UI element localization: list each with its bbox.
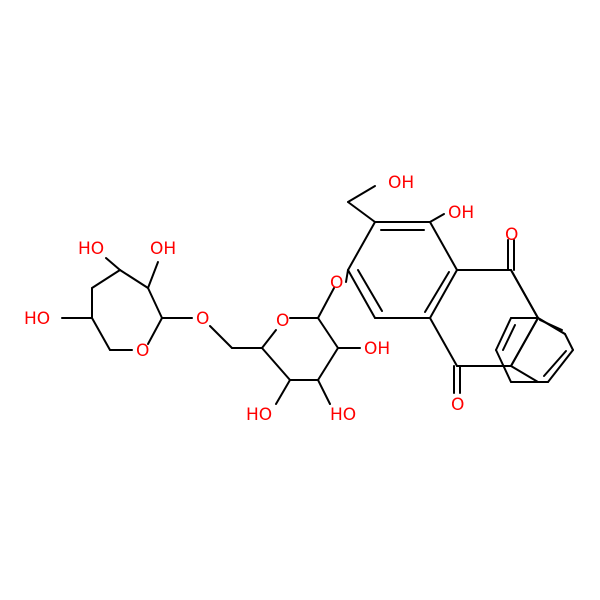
glucose-c3-hydroxyl: HO	[330, 405, 356, 425]
ketone-oxygen-bottom: O	[451, 395, 464, 415]
xylose-c3-hydroxyl: HO	[78, 239, 104, 259]
bond	[510, 317, 539, 367]
ketone-oxygen-top: O	[505, 225, 518, 245]
bond	[564, 333, 574, 351]
bond	[424, 271, 450, 313]
bond	[510, 269, 539, 319]
bond	[317, 287, 335, 319]
xylose-c2-hydroxyl: OH	[150, 239, 176, 259]
bond	[510, 365, 539, 383]
aglycone-substituents	[345, 185, 445, 283]
bond	[119, 269, 149, 289]
bond	[147, 287, 163, 319]
linker-oxygen: O	[196, 309, 209, 329]
bond	[347, 201, 376, 223]
anthraquinone-core	[347, 221, 566, 394]
bond	[495, 317, 512, 351]
glucose-c2-hydroxyl: OH	[364, 339, 390, 359]
bond	[539, 319, 563, 331]
xylose-c4-hydroxyl: HO	[24, 309, 50, 329]
bond	[91, 317, 111, 351]
bond	[275, 379, 291, 405]
bond	[347, 269, 376, 319]
glucose-c4-hydroxyl: HO	[246, 405, 272, 425]
bond	[317, 347, 339, 381]
bond	[347, 185, 376, 203]
bond	[429, 221, 458, 271]
peri-hydroxyl-label: OH	[448, 203, 474, 223]
bond	[543, 350, 567, 377]
bond	[347, 221, 376, 271]
bond	[429, 317, 458, 367]
bond	[502, 324, 516, 351]
bond	[429, 269, 458, 319]
bond	[91, 269, 121, 289]
bond	[147, 317, 163, 345]
bond	[105, 257, 121, 271]
bond	[429, 213, 445, 223]
atom-labels: OH OH O O O O OH HO HO O O OH HO HO	[24, 173, 518, 425]
bond	[345, 269, 349, 283]
bond	[317, 379, 331, 405]
glycosidic-oxygen: O	[330, 273, 343, 293]
bond	[261, 347, 291, 381]
xylose-ring	[61, 257, 193, 351]
bond	[547, 349, 574, 383]
xylose-ring-oxygen: O	[136, 341, 149, 361]
bond	[495, 349, 512, 383]
glucose-ring-oxygen: O	[276, 311, 289, 331]
bond	[357, 269, 383, 312]
glucose-ring	[209, 287, 361, 405]
bond	[317, 317, 339, 349]
bond	[147, 261, 159, 289]
hydroxymethyl-oh-label: OH	[388, 173, 414, 193]
benzo-ring	[495, 317, 574, 383]
bond	[261, 329, 277, 349]
bond	[209, 325, 233, 349]
